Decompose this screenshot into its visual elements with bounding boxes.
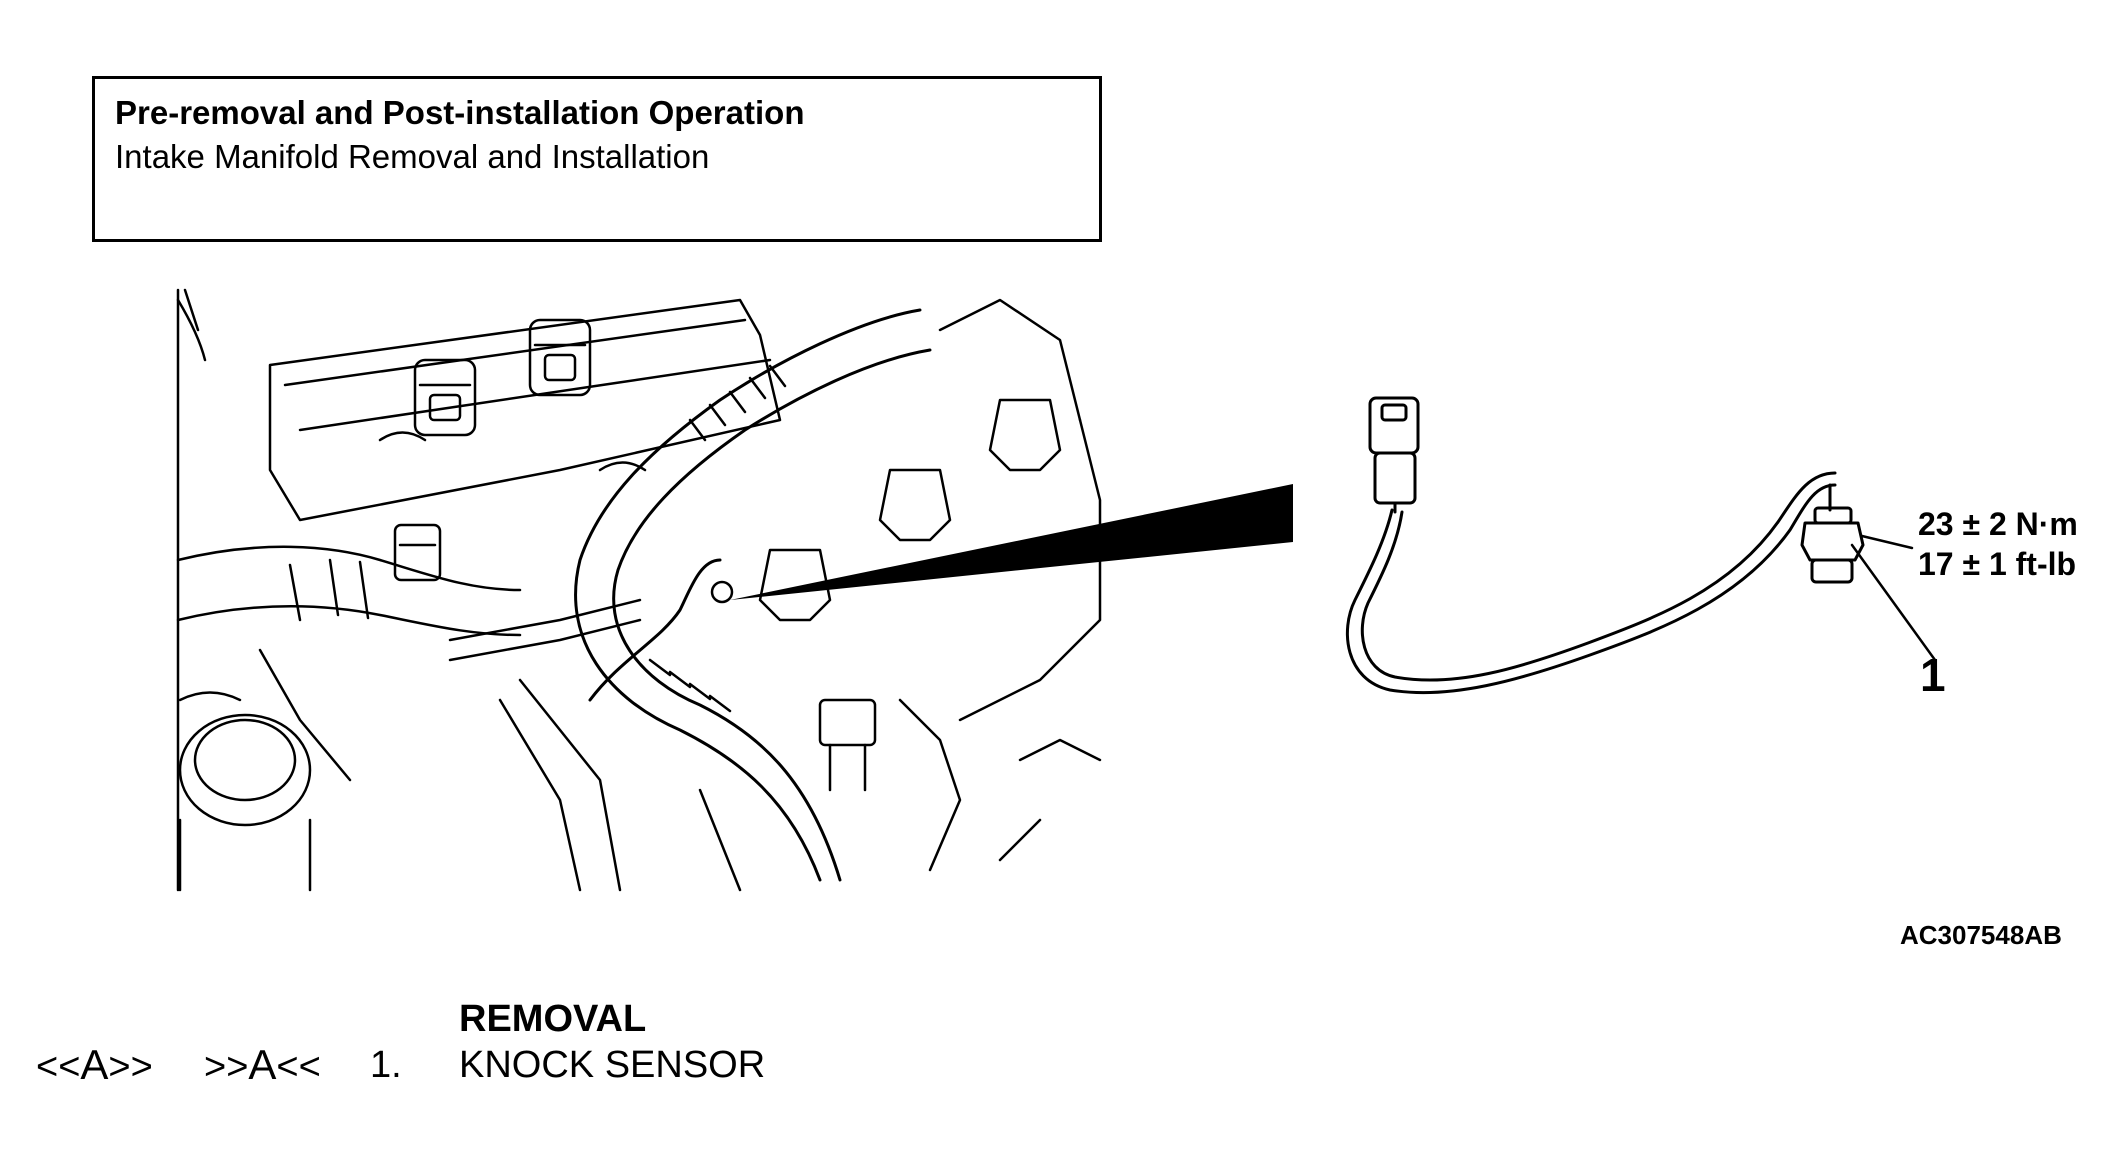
info-box-subtitle: Intake Manifold Removal and Installation — [115, 138, 710, 175]
pre-removal-info-box: Pre-removal and Post-installation Operat… — [92, 76, 1102, 242]
step-number: 1. — [370, 1044, 402, 1086]
removal-mark-suffix: >> — [108, 1046, 153, 1088]
removal-heading: REMOVAL — [459, 998, 647, 1040]
engine-bay-drawing — [176, 288, 1102, 892]
install-mark-prefix: >> — [204, 1046, 249, 1088]
knock-sensor-detail — [1345, 396, 1937, 695]
detail-pointer-wedge — [730, 484, 1293, 600]
install-mark-letter: A — [248, 1041, 277, 1088]
removal-mark-prefix: << — [36, 1046, 81, 1088]
callout-number-1: 1 — [1920, 649, 1946, 701]
torque-spec: 23 ± 2 N·m 17 ± 1 ft-lb — [1918, 504, 2078, 584]
installation-service-mark: >>A<< — [204, 1042, 321, 1090]
torque-metric: 23 ± 2 N·m — [1918, 506, 2078, 542]
removal-service-mark: <<A>> — [36, 1042, 153, 1090]
install-mark-suffix: << — [276, 1046, 321, 1088]
info-box-title: Pre-removal and Post-installation Operat… — [115, 94, 805, 131]
torque-imperial: 17 ± 1 ft-lb — [1918, 546, 2077, 582]
removal-mark-letter: A — [80, 1041, 109, 1088]
figure-id: AC307548AB — [1900, 920, 2062, 950]
step-part-name: KNOCK SENSOR — [459, 1044, 766, 1086]
